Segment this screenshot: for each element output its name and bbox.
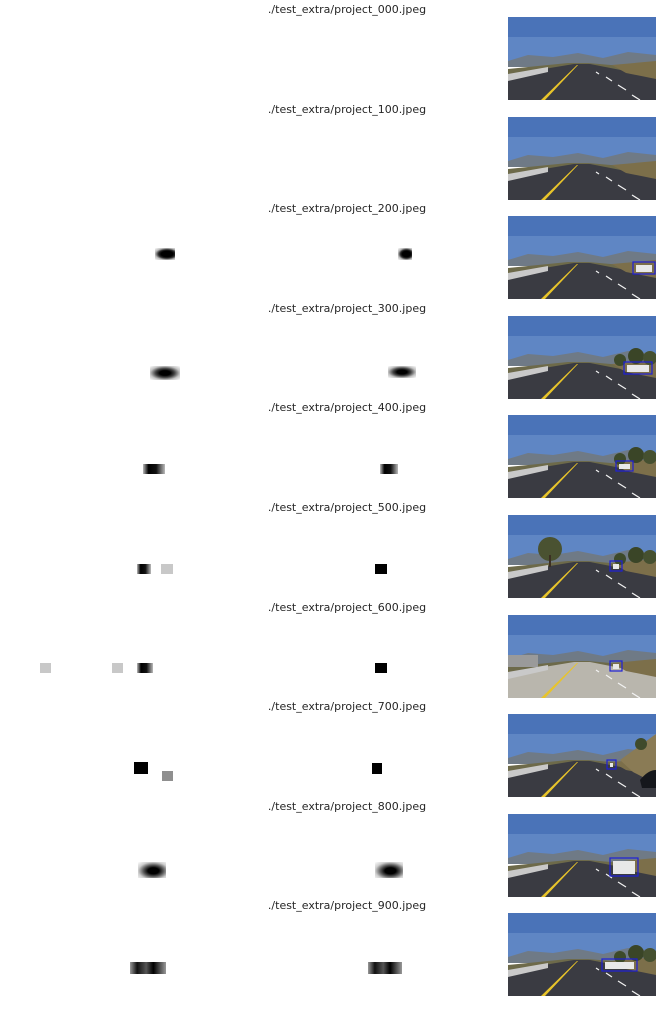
row-title: ./test_extra/project_300.jpeg (267, 302, 427, 315)
detection-photo (508, 415, 656, 498)
heat-blob (150, 366, 180, 380)
thresholded-heatmap-panel (247, 615, 492, 699)
heatmap-panel (0, 913, 245, 997)
thresholded-heatmap-panel (247, 515, 492, 599)
figure-row: ./test_extra/project_300.jpeg (0, 299, 670, 399)
row-title: ./test_extra/project_900.jpeg (267, 899, 427, 912)
figure-row: ./test_extra/project_000.jpeg (0, 0, 670, 100)
heat-blob (40, 663, 51, 673)
heatmap-panel (0, 117, 245, 201)
thresholded-heatmap-panel (247, 17, 492, 101)
detection-photo (508, 913, 656, 996)
heatmap-panel (0, 515, 245, 599)
row-title: ./test_extra/project_200.jpeg (267, 202, 427, 215)
heat-blob (375, 564, 387, 574)
heatmap-panel (0, 714, 245, 798)
thresholded-heatmap-panel (247, 216, 492, 300)
heat-blob (130, 962, 166, 974)
road-scene (508, 913, 656, 996)
heat-blob (372, 763, 382, 774)
road-scene (508, 515, 656, 598)
heat-blob (380, 464, 398, 474)
detection-photo (508, 515, 656, 598)
thresholded-heatmap-panel (247, 316, 492, 400)
heat-blob (138, 862, 166, 878)
heat-blob (137, 663, 153, 673)
heat-blob (112, 663, 123, 673)
figure-row: ./test_extra/project_900.jpeg (0, 896, 670, 996)
row-title: ./test_extra/project_100.jpeg (267, 103, 427, 116)
thresholded-heatmap-panel (247, 117, 492, 201)
road-scene (508, 17, 656, 100)
figure-row: ./test_extra/project_200.jpeg (0, 199, 670, 299)
detection-box (609, 857, 639, 877)
heat-blob (375, 663, 387, 673)
heatmap-panel (0, 17, 245, 101)
detection-photo (508, 117, 656, 200)
road-scene (508, 316, 656, 399)
thresholded-heatmap-panel (247, 714, 492, 798)
road-scene (508, 814, 656, 897)
row-title: ./test_extra/project_700.jpeg (267, 700, 427, 713)
row-title: ./test_extra/project_400.jpeg (267, 401, 427, 414)
row-title: ./test_extra/project_600.jpeg (267, 601, 427, 614)
detection-box (601, 958, 638, 972)
detection-box (615, 460, 634, 472)
heat-blob (388, 366, 416, 378)
thresholded-heatmap-panel (247, 814, 492, 898)
detection-photo (508, 615, 656, 698)
heatmap-panel (0, 216, 245, 300)
figure-row: ./test_extra/project_700.jpeg (0, 697, 670, 797)
detection-photo (508, 216, 656, 299)
detection-photo (508, 316, 656, 399)
figure-row: ./test_extra/project_500.jpeg (0, 498, 670, 598)
detection-box (623, 361, 653, 375)
detection-photo (508, 714, 656, 797)
thresholded-heatmap-panel (247, 415, 492, 499)
heat-blob (161, 564, 173, 574)
heat-blob (134, 762, 148, 774)
detection-photo (508, 814, 656, 897)
figure-row: ./test_extra/project_400.jpeg (0, 398, 670, 498)
road-scene (508, 216, 656, 299)
thresholded-heatmap-panel (247, 913, 492, 997)
heat-blob (162, 771, 173, 781)
heat-blob (143, 464, 165, 474)
detection-photo (508, 17, 656, 100)
row-title: ./test_extra/project_500.jpeg (267, 501, 427, 514)
detection-box (609, 560, 623, 572)
figure-row: ./test_extra/project_100.jpeg (0, 100, 670, 200)
heat-blob (137, 564, 151, 574)
road-scene (508, 117, 656, 200)
heatmap-panel (0, 615, 245, 699)
detection-box (606, 759, 617, 770)
heat-blob (375, 862, 403, 878)
detection-box (632, 261, 656, 275)
row-title: ./test_extra/project_000.jpeg (267, 3, 427, 16)
figure-row: ./test_extra/project_600.jpeg (0, 598, 670, 698)
heat-blob (368, 962, 402, 974)
detection-box (609, 660, 623, 672)
road-scene (508, 615, 656, 698)
row-title: ./test_extra/project_800.jpeg (267, 800, 427, 813)
road-scene (508, 714, 656, 797)
heatmap-panel (0, 814, 245, 898)
road-scene (508, 415, 656, 498)
figure-row: ./test_extra/project_800.jpeg (0, 797, 670, 897)
heat-blob (398, 248, 412, 260)
heat-blob (155, 248, 175, 260)
heatmap-panel (0, 316, 245, 400)
heatmap-panel (0, 415, 245, 499)
